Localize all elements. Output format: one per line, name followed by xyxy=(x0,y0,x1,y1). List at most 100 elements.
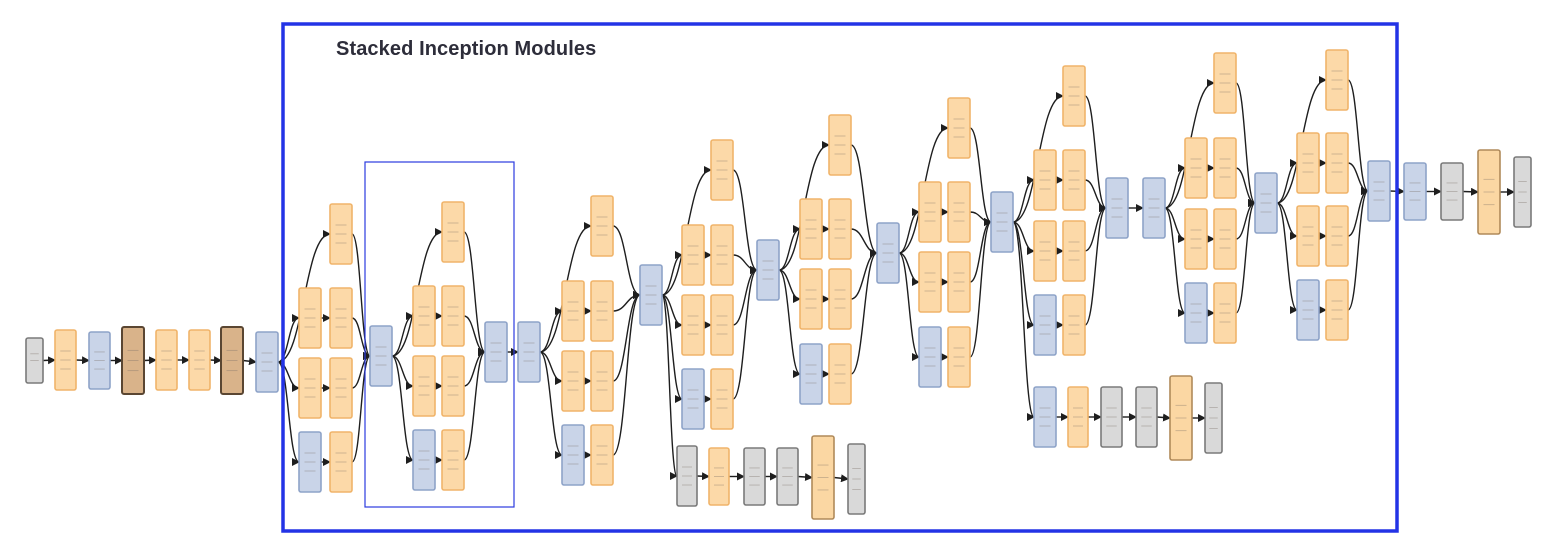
inc-4a-conv-b xyxy=(590,350,614,412)
inc-4b-conv-b xyxy=(710,294,734,356)
input-block xyxy=(25,337,44,384)
edge-arrow xyxy=(778,225,801,271)
inc-4d-conv-b xyxy=(947,251,971,313)
stem-lrn-2 xyxy=(220,326,244,395)
maxpool-3 xyxy=(517,321,541,383)
inc-3a-conv-b xyxy=(329,357,353,419)
inc-4d-conv-pool xyxy=(947,326,971,388)
inc-4a-red-b xyxy=(561,350,585,412)
inc-4a-conv-top xyxy=(590,195,614,257)
concat-3a xyxy=(369,325,393,387)
inc-5a-conv-a xyxy=(1213,137,1237,199)
inc-5b-conv-top xyxy=(1325,49,1349,111)
edge-arrow xyxy=(1276,159,1298,204)
inc-3a-red-b xyxy=(298,357,322,419)
inc-3a-red-a xyxy=(298,287,322,349)
stem-maxpool-2 xyxy=(255,331,279,393)
aux2-softmax xyxy=(1204,382,1223,454)
edge-arrow xyxy=(1462,187,1479,196)
maxpool-4 xyxy=(1142,177,1166,239)
edge-arrow xyxy=(1164,207,1186,317)
stem-conv-3 xyxy=(188,329,211,391)
edge-arrow xyxy=(661,294,678,480)
concat-4e xyxy=(1105,177,1129,239)
edge-arrow xyxy=(833,474,849,483)
inc-4d-pool xyxy=(918,326,942,388)
inc-3b-red-a xyxy=(412,285,436,347)
aux1-fc-2 xyxy=(776,447,799,506)
aux2-conv xyxy=(1067,386,1089,448)
inc-4a-red-a xyxy=(561,280,585,342)
edge-arrow xyxy=(850,144,878,257)
aux1-fc-1 xyxy=(743,447,766,506)
inc-3a-conv-top xyxy=(329,203,353,265)
aux2-fc-1 xyxy=(1100,386,1123,448)
inc-4e-red-b xyxy=(1033,220,1057,282)
edge-arrow xyxy=(898,252,920,361)
inc-3b-red-b xyxy=(412,355,436,417)
inc-4a-pool xyxy=(561,424,585,486)
inc-4a-conv-a xyxy=(590,280,614,342)
inc-4e-conv-a xyxy=(1062,149,1086,211)
inc-4b-conv-pool xyxy=(710,368,734,430)
inc-4c-red-a xyxy=(799,198,823,260)
inc-5a-conv-top xyxy=(1213,52,1237,114)
edge-arrow xyxy=(1012,221,1035,329)
inc-3a-pool xyxy=(298,431,322,493)
inc-4d-conv-top xyxy=(947,97,971,159)
inc-5b-red-b xyxy=(1296,205,1320,267)
edge-arrow xyxy=(1276,202,1298,314)
concat-3b xyxy=(484,321,508,383)
head-avgpool xyxy=(1403,162,1427,221)
inc-3b-conv-top xyxy=(441,201,465,263)
inc-4c-conv-top xyxy=(828,114,852,176)
aux1-softmax xyxy=(847,443,866,515)
concat-4d xyxy=(990,191,1014,253)
edge-arrow xyxy=(1156,413,1171,422)
edge-arrow xyxy=(391,312,414,357)
edge-arrow xyxy=(463,348,486,461)
edge-arrow xyxy=(1347,187,1369,311)
inc-3b-pool xyxy=(412,429,436,491)
edge-arrow xyxy=(612,225,641,299)
diagram-title: Stacked Inception Modules xyxy=(336,38,597,60)
stem-conv-1 xyxy=(54,329,77,391)
aux1-conv xyxy=(708,447,730,506)
inc-4b-conv-top xyxy=(710,139,734,201)
concat-5a xyxy=(1254,172,1278,234)
inc-5b-conv-b xyxy=(1325,205,1349,267)
edge-arrow xyxy=(277,361,300,466)
edge-arrow xyxy=(898,208,920,254)
edge-arrow xyxy=(209,356,222,365)
concat-5b xyxy=(1367,160,1391,222)
edge-arrow xyxy=(969,218,992,358)
edge-arrow xyxy=(969,127,992,226)
inc-3b-conv-pool xyxy=(441,429,465,491)
aux2-softmax-act xyxy=(1169,375,1193,461)
inc-5a-red-a xyxy=(1184,137,1208,199)
edge-arrow xyxy=(1084,204,1107,326)
edge-arrow xyxy=(850,249,878,300)
edge-arrow xyxy=(143,356,157,365)
head-fc xyxy=(1440,162,1464,221)
inc-4e-conv-pool xyxy=(1062,294,1086,356)
inc-4e-conv-b xyxy=(1062,220,1086,282)
inc-4d-conv-a xyxy=(947,181,971,243)
edge-arrow xyxy=(797,473,813,481)
edge-arrow xyxy=(463,231,486,356)
inc-5a-red-b xyxy=(1184,208,1208,270)
inc-5b-conv-a xyxy=(1325,132,1349,194)
edge-arrow xyxy=(539,351,563,459)
inc-4e-red-a xyxy=(1033,149,1057,211)
edge-arrow xyxy=(277,361,300,392)
edge-arrow xyxy=(351,352,371,463)
aux2-avgpool xyxy=(1033,386,1057,448)
inc-5a-pool xyxy=(1184,282,1208,344)
edge-arrow xyxy=(1084,95,1107,212)
inc-4c-conv-a xyxy=(828,198,852,260)
inc-3a-conv-pool xyxy=(329,431,353,493)
single-inception-module-frame xyxy=(364,161,515,508)
edge-arrow xyxy=(351,233,371,360)
concat-4b xyxy=(756,239,780,301)
